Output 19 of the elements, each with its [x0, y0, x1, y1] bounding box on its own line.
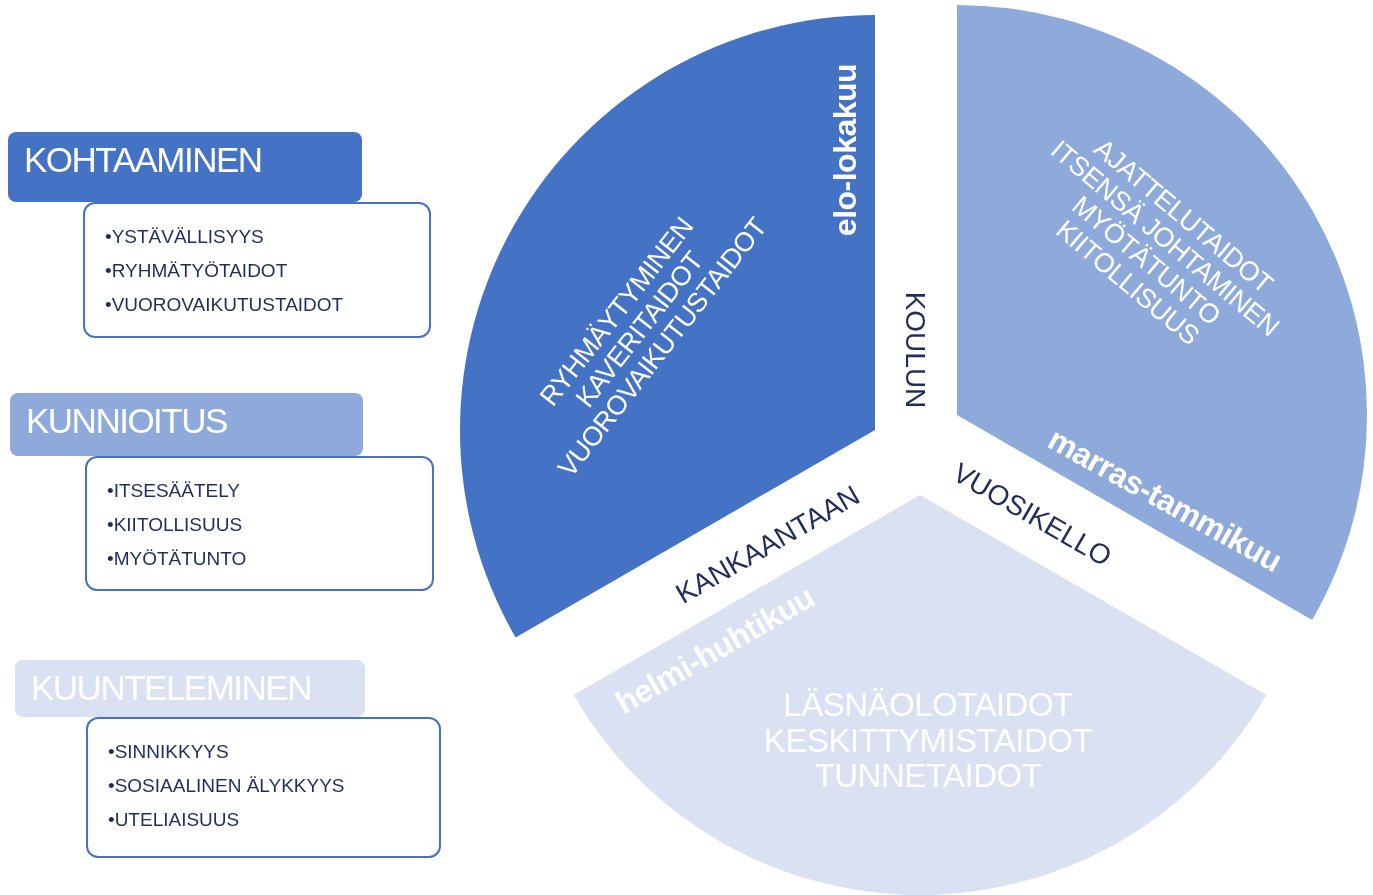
heading-box [10, 393, 363, 456]
list-item: •ITSESÄÄTELY [107, 479, 240, 503]
list-item: •RYHMÄTYÖTAIDOT [105, 259, 288, 283]
title-text: KOULUN [899, 291, 931, 409]
list-box [83, 202, 431, 338]
heading-box [15, 660, 365, 717]
list-item: •MYÖTÄTUNTO [107, 547, 247, 571]
list-item: •VUOROVAIKUTUSTAIDOT [105, 293, 344, 317]
heading-text: KUNNIOITUS [26, 401, 227, 441]
list-item: •KIITOLLISUUS [107, 513, 243, 537]
heading-text: KOHTAAMINEN [24, 140, 262, 180]
list-item: •YSTÄVÄLLISYYS [105, 225, 264, 249]
list-box [85, 456, 434, 591]
list-item: •UTELIAISUUS [108, 808, 240, 832]
list-item: •SINNIKKYYS [108, 740, 229, 764]
list-item: •SOSIAALINEN ÄLYKKYYS [108, 774, 345, 798]
heading-box [8, 132, 362, 202]
month-label: elo-lokakuu [827, 63, 863, 237]
list-box [86, 717, 441, 858]
